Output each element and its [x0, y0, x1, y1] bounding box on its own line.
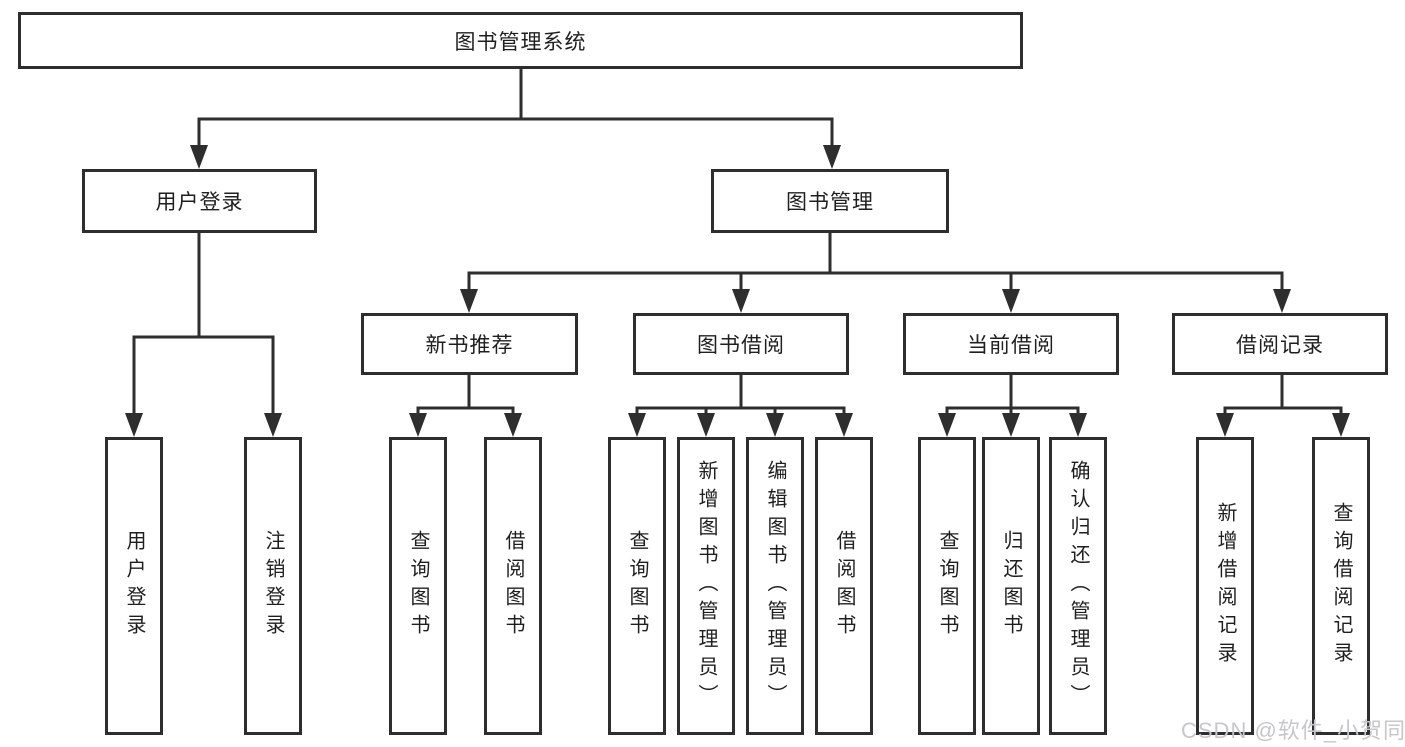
node-label: 用户登录 — [155, 191, 244, 214]
arrowhead-icon — [697, 413, 715, 437]
node-borrowing-records: 借阅记录 — [1172, 313, 1388, 375]
arrowhead-icon — [1069, 413, 1087, 437]
node-book-borrowing: 图书借阅 — [633, 313, 849, 375]
node-label: 借阅图书 — [502, 530, 524, 642]
connector-current-to-leaves — [945, 373, 1080, 416]
arrowhead-icon — [823, 145, 841, 169]
arrowhead-icon — [460, 289, 478, 313]
leaf-query-books-recommend: 查询图书 — [389, 437, 447, 735]
node-label: 图书管理系统 — [454, 30, 587, 54]
arrowhead-icon — [766, 413, 784, 437]
leaf-query-borrow-record: 查询借阅记录 — [1312, 437, 1370, 735]
node-label: 查询借阅记录 — [1330, 502, 1352, 670]
node-label: 新增借阅记录 — [1214, 502, 1236, 670]
arrowhead-icon — [628, 413, 646, 437]
arrowhead-icon — [190, 145, 208, 169]
leaf-borrow-books-borrowing: 借阅图书 — [815, 437, 873, 735]
arrowhead-icon — [504, 413, 522, 437]
node-label: 归还图书 — [1000, 530, 1022, 642]
arrowhead-icon — [264, 413, 282, 437]
node-new-book-recommend: 新书推荐 — [361, 313, 578, 375]
node-book-management: 图书管理 — [711, 169, 949, 233]
leaf-add-borrow-record: 新增借阅记录 — [1196, 437, 1254, 735]
leaf-query-books-current: 查询图书 — [918, 437, 976, 735]
arrowhead-icon — [835, 413, 853, 437]
leaf-user-login: 用户登录 — [105, 437, 163, 735]
node-label: 编辑图书（管理员） — [764, 460, 786, 712]
leaf-borrow-books-recommend: 借阅图书 — [484, 437, 542, 735]
arrowhead-icon — [1002, 413, 1020, 437]
connector-userlogin-to-leaves — [132, 231, 275, 416]
leaf-query-books-borrowing: 查询图书 — [608, 437, 666, 735]
arrowhead-icon — [1332, 413, 1350, 437]
node-label: 新增图书（管理员） — [695, 460, 717, 712]
node-label: 查询图书 — [407, 530, 429, 642]
node-label: 查询图书 — [626, 530, 648, 642]
leaf-add-books-admin: 新增图书（管理员） — [677, 437, 735, 735]
node-label: 借阅记录 — [1236, 334, 1324, 357]
connector-newbook-to-leaves — [416, 373, 515, 416]
leaf-return-books: 归还图书 — [982, 437, 1040, 735]
node-label: 借阅图书 — [833, 530, 855, 642]
arrowhead-icon — [1216, 413, 1234, 437]
leaf-logout: 注销登录 — [244, 437, 302, 735]
connector-root-to-level1 — [197, 66, 834, 149]
node-user-login-group: 用户登录 — [82, 169, 317, 233]
leaf-confirm-return-admin: 确认归还（管理员） — [1049, 437, 1107, 735]
node-label: 确认归还（管理员） — [1067, 460, 1089, 712]
arrowhead-icon — [409, 413, 427, 437]
csdn-watermark: CSDN @软件_小贺同学 — [1181, 718, 1405, 743]
node-label: 图书借阅 — [697, 334, 785, 357]
node-label: 新书推荐 — [425, 334, 514, 357]
connector-bookmgmt-to-level2 — [467, 231, 1284, 293]
node-library-management-system: 图书管理系统 — [18, 12, 1023, 69]
connector-records-to-leaves — [1223, 373, 1343, 416]
arrowhead-icon — [1002, 289, 1020, 313]
node-label: 用户登录 — [123, 530, 145, 642]
arrowhead-icon — [125, 413, 143, 437]
arrowhead-icon — [1273, 289, 1291, 313]
node-label: 图书管理 — [786, 191, 874, 214]
node-label: 当前借阅 — [967, 334, 1055, 357]
node-label: 查询图书 — [936, 530, 958, 642]
connector-borrowing-to-leaves — [635, 373, 846, 416]
arrowhead-icon — [732, 289, 750, 313]
node-current-borrowing: 当前借阅 — [903, 313, 1119, 375]
node-label: 注销登录 — [262, 530, 284, 642]
leaf-edit-books-admin: 编辑图书（管理员） — [746, 437, 804, 735]
arrowhead-icon — [938, 413, 956, 437]
